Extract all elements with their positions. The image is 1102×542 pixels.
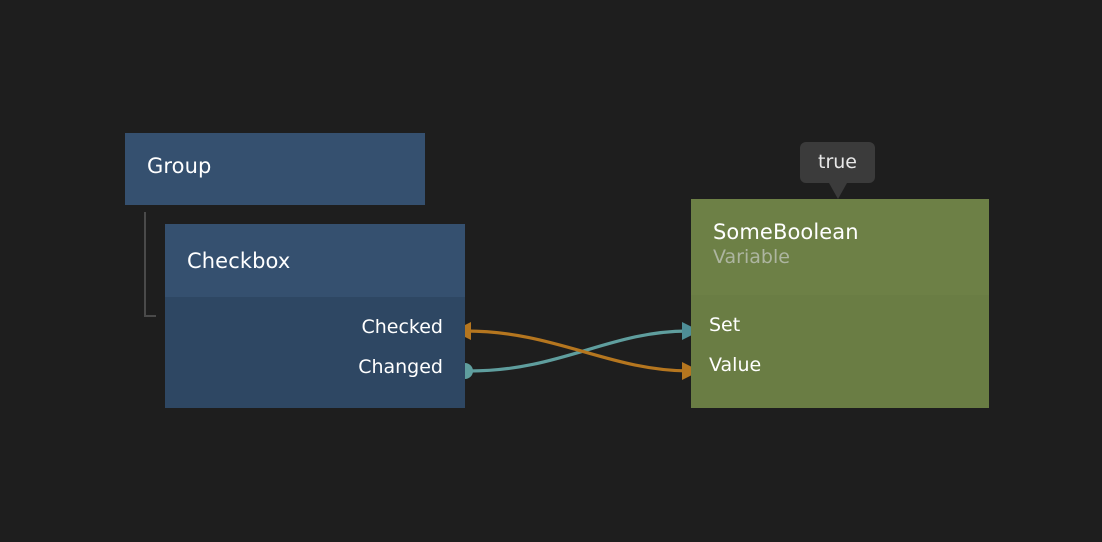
node-variable-title: SomeBoolean (713, 220, 859, 244)
port-label-set: Set (709, 314, 741, 336)
node-checkbox[interactable]: Checkbox Checked Changed (165, 224, 465, 408)
port-checkbox-changed[interactable]: Changed (165, 347, 465, 387)
port-variable-value[interactable]: Value (691, 345, 989, 385)
node-variable-header: SomeBoolean Variable (691, 199, 989, 295)
port-label-value: Value (709, 354, 762, 376)
value-tooltip: true (800, 142, 875, 199)
tree-connector-group-to-checkbox (144, 212, 156, 317)
node-checkbox-header: Checkbox (165, 224, 465, 297)
tree-connector-vertical (144, 212, 146, 315)
port-variable-set[interactable]: Set (691, 305, 989, 345)
node-group-title: Group (147, 154, 212, 178)
node-someboolean-variable[interactable]: SomeBoolean Variable Set Value (691, 199, 989, 408)
node-group[interactable]: Group (125, 133, 425, 205)
port-checkbox-checked[interactable]: Checked (165, 307, 465, 347)
wire-value-to-checked (464, 329, 692, 373)
node-variable-subtitle: Variable (713, 246, 790, 268)
value-tooltip-pointer (828, 183, 847, 199)
node-variable-body: Set Value (691, 295, 989, 385)
tree-connector-horizontal (144, 315, 156, 317)
wire-changed-to-set (468, 329, 690, 373)
value-tooltip-text: true (800, 142, 875, 183)
port-label-changed: Changed (358, 356, 443, 378)
node-checkbox-title: Checkbox (187, 248, 291, 273)
node-group-header: Group (125, 133, 425, 199)
port-label-checked: Checked (361, 316, 443, 338)
node-checkbox-body: Checked Changed (165, 297, 465, 387)
